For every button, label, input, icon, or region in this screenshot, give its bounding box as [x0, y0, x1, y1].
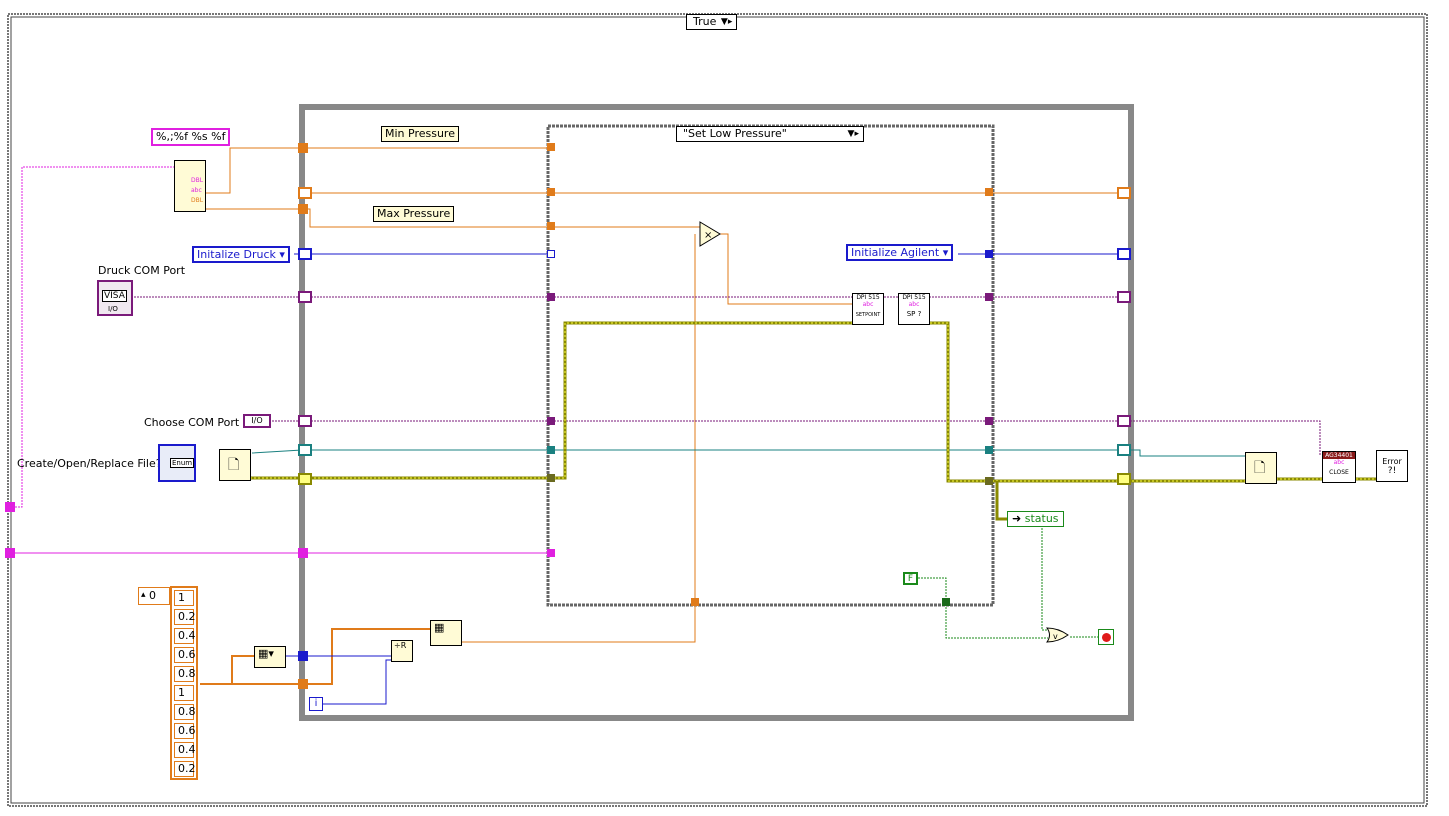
dropdown-arrow-icon: ▼▸ [720, 17, 733, 27]
ag34401-close-subvi[interactable]: AG34401 abc CLOSE [1322, 451, 1356, 483]
druck-visa-shift-register-left[interactable] [298, 291, 312, 303]
error-shift-register-right[interactable] [1117, 473, 1131, 485]
stop-condition-terminal[interactable] [1098, 629, 1114, 645]
array-size-tunnel[interactable] [298, 651, 308, 661]
array-constant[interactable]: 1 0.2 0.4 0.6 0.8 1 0.8 0.6 0.4 0.2 [170, 586, 198, 780]
inner-out-error-tunnel[interactable] [985, 477, 993, 485]
array-tunnel[interactable] [298, 679, 308, 689]
max-pressure-tunnel[interactable] [298, 204, 308, 214]
close-file-node[interactable]: 🗋 [1245, 452, 1277, 484]
array-element[interactable]: 1 [174, 590, 194, 606]
false-constant[interactable]: F [903, 572, 918, 585]
array-element[interactable]: 0.8 [174, 666, 196, 682]
arrow-right-icon: ➜ [1012, 512, 1022, 525]
inner-error-tunnel[interactable] [547, 474, 555, 482]
array-index-display[interactable]: ▴ 0 [138, 587, 170, 605]
agilent-visa-shift-register-left[interactable] [298, 415, 312, 427]
outer-case-selector[interactable]: True ▼▸ [686, 14, 738, 30]
choose-com-port-terminal[interactable]: I/O [243, 414, 271, 428]
initialize-druck-enum[interactable]: Initalize Druck ▾ [192, 246, 290, 263]
file-close-icon: 🗋 [1254, 460, 1266, 476]
divide-icon: ÷R [394, 641, 407, 650]
inner-file-tunnel[interactable] [547, 446, 555, 454]
array-grid-icon: ▦ [434, 621, 445, 634]
initialize-agilent-enum[interactable]: Initialize Agilent ▾ [846, 244, 954, 261]
inner-min-tunnel[interactable] [547, 143, 555, 151]
outer-case-value: True [693, 15, 717, 28]
inner-case-value: "Set Low Pressure" [683, 127, 787, 140]
create-open-replace-control[interactable]: Enum [158, 444, 196, 482]
inner-agilent-tunnel[interactable] [547, 417, 555, 425]
file-refnum-shift-register-left[interactable] [298, 444, 312, 456]
agilent-visa-shift-register-right[interactable] [1117, 415, 1131, 427]
dropdown-arrow-icon: ▾ [279, 248, 285, 261]
choose-com-port-label: Choose COM Port [144, 416, 240, 429]
array-element[interactable]: 0.6 [174, 647, 196, 663]
file-icon: 🗋 [228, 457, 240, 473]
format-string-constant[interactable]: %,;%f %s %f [151, 128, 231, 146]
array-element[interactable]: 0.4 [174, 742, 196, 758]
druck-com-port-label: Druck COM Port [98, 264, 186, 277]
min-pressure-label: Min Pressure [381, 126, 459, 142]
inner-case-selector[interactable]: "Set Low Pressure" ▼▸ [676, 126, 864, 142]
inner-out-agilent-tunnel[interactable] [985, 417, 993, 425]
inner-out-state-tunnel[interactable] [985, 250, 993, 258]
inner-visa-tunnel[interactable] [547, 293, 555, 301]
array-element[interactable]: 0.4 [174, 628, 196, 644]
inner-string-tunnel[interactable] [547, 549, 555, 557]
dropdown-arrow-icon: ▼▸ [847, 129, 859, 139]
quotient-remainder-node[interactable]: ÷R [391, 640, 413, 662]
inner-state-tunnel[interactable] [547, 250, 555, 258]
druck-visa-shift-register-right[interactable] [1117, 291, 1131, 303]
stop-icon [1102, 633, 1111, 642]
svg-text:×: × [704, 230, 712, 241]
dpi515-sp-query-subvi[interactable]: DPI 515 abc SP ? [898, 293, 930, 325]
inner-shift-tunnel[interactable] [547, 188, 555, 196]
array-size-node[interactable]: ▦▾ [254, 646, 286, 668]
index-array-node[interactable]: ▦ [430, 620, 462, 646]
state-shift-register-left[interactable] [298, 248, 312, 260]
open-file-node[interactable]: 🗋 [219, 449, 251, 481]
array-element[interactable]: 0.8 [174, 704, 196, 720]
dropdown-arrow-icon: ▾ [942, 246, 949, 259]
druck-visa-control[interactable]: VISA I/O [97, 280, 133, 316]
error-shift-register-left[interactable] [298, 473, 312, 485]
simple-error-handler[interactable]: Error ?! [1376, 450, 1408, 482]
inner-out-visa-tunnel[interactable] [985, 293, 993, 301]
scan-from-string-node[interactable]: DBL abc DBL [174, 160, 206, 212]
spinner-icon: ▴ [141, 590, 146, 600]
shift-register-left[interactable] [298, 187, 312, 199]
create-open-replace-label: Create/Open/Replace File? [17, 457, 162, 470]
outer-string-tunnel-b[interactable] [5, 548, 15, 558]
array-element[interactable]: 0.6 [174, 723, 196, 739]
inner-out-bool-tunnel[interactable] [942, 598, 950, 606]
array-grid-icon: ▦▾ [258, 647, 274, 660]
inner-out-shift-tunnel[interactable] [985, 188, 993, 196]
svg-text:v: v [1053, 632, 1058, 641]
min-pressure-tunnel[interactable] [298, 143, 308, 153]
warning-icon: ?! [1387, 466, 1397, 476]
string-tunnel[interactable] [298, 548, 308, 558]
iteration-terminal: i [309, 697, 323, 711]
max-pressure-label: Max Pressure [373, 206, 455, 222]
status-unbundle[interactable]: ➜ status [1007, 511, 1064, 527]
outer-string-tunnel-a[interactable] [5, 502, 15, 512]
dpi515-setpoint-subvi[interactable]: DPI 515 abc SETPOINT [852, 293, 884, 325]
inner-max-tunnel[interactable] [547, 222, 555, 230]
state-shift-register-right[interactable] [1117, 248, 1131, 260]
array-element[interactable]: 0.2 [174, 761, 196, 777]
inner-array-tunnel[interactable] [691, 598, 699, 606]
array-element[interactable]: 1 [174, 685, 194, 701]
inner-out-file-tunnel[interactable] [985, 446, 993, 454]
array-element[interactable]: 0.2 [174, 609, 196, 625]
shift-register-right[interactable] [1117, 187, 1131, 199]
file-refnum-shift-register-right[interactable] [1117, 444, 1131, 456]
